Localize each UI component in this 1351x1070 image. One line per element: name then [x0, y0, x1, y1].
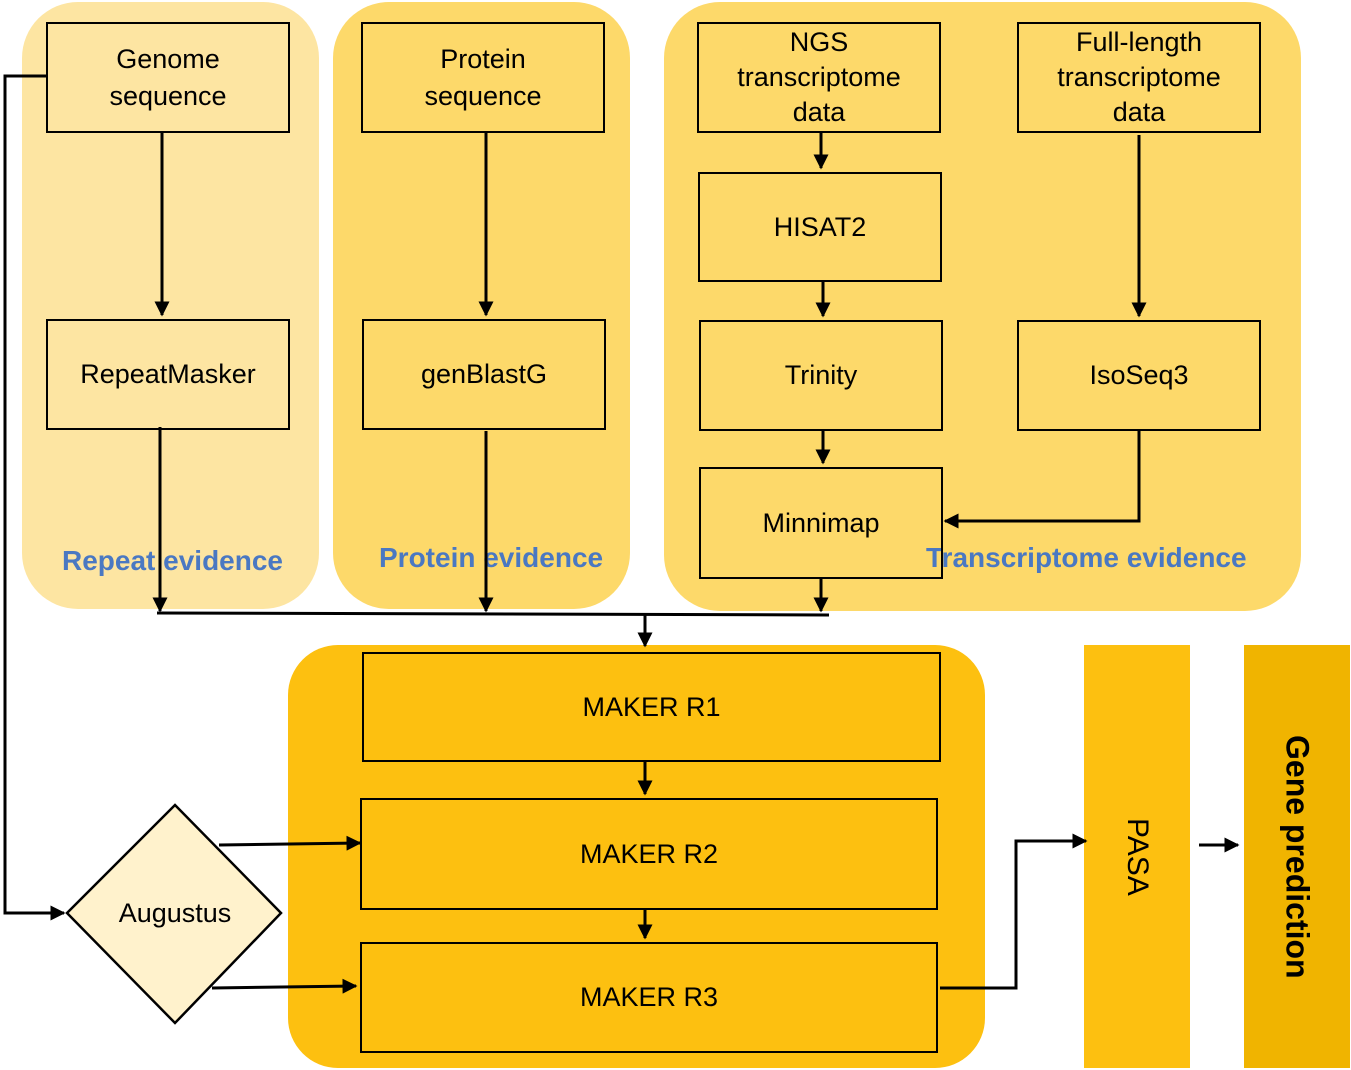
- genblastg-node: genBlastG: [362, 319, 606, 430]
- maker-r2-label: MAKER R2: [579, 838, 719, 869]
- isoseq3-node: IsoSeq3: [1017, 320, 1261, 431]
- full-length-transcriptome-node: Full-length transcriptome data: [1017, 22, 1261, 133]
- maker-r2-node: MAKER R2: [360, 798, 938, 910]
- arrow-isoseq3-to-minnimap: [943, 431, 1141, 529]
- transcriptome-evidence-panel: [664, 2, 1301, 611]
- protein-evidence-label: Protein evidence: [379, 542, 604, 573]
- ngs-line3: data: [792, 97, 846, 128]
- maker-panel: [288, 645, 985, 1068]
- pasa-bar: PASA: [1084, 645, 1190, 1068]
- repeatmasker-label: RepeatMasker: [80, 359, 256, 390]
- arrow-augustus-to-r3: [211, 978, 358, 994]
- gene-prediction-bar: Gene prediction: [1244, 645, 1350, 1068]
- augustus-label: Augustus: [118, 897, 232, 928]
- trinity-label: Trinity: [784, 360, 858, 391]
- evidence-bus-line: [156, 611, 830, 617]
- minnimap-label: Minnimap: [762, 507, 880, 538]
- arrow-genome-to-augustus: [3, 74, 66, 921]
- arrow-r3-to-pasa: [940, 833, 1088, 990]
- augustus-diamond: [65, 803, 283, 1025]
- repeatmasker-node: RepeatMasker: [46, 319, 290, 430]
- protein-line2: sequence: [424, 80, 542, 111]
- trinity-node: Trinity: [699, 320, 943, 431]
- isoseq3-label: IsoSeq3: [1089, 360, 1189, 391]
- repeat-evidence-panel: [22, 2, 319, 609]
- pasa-label: PASA: [1121, 817, 1154, 896]
- genblastg-label: genBlastG: [420, 359, 548, 390]
- maker-r3-label: MAKER R3: [579, 982, 719, 1013]
- hisat2-node: HISAT2: [698, 172, 942, 282]
- arrow-augustus-to-r2: [218, 835, 362, 851]
- ngs-transcriptome-node: NGS transcriptome data: [697, 22, 941, 133]
- augustus-node: Augustus: [95, 893, 255, 933]
- full-length-line3: data: [1112, 97, 1166, 128]
- full-length-line2: transcriptome: [1057, 61, 1221, 92]
- minnimap-node: Minnimap: [699, 467, 943, 579]
- repeat-evidence-label: Repeat evidence: [62, 545, 283, 576]
- protein-line1: Protein: [440, 44, 526, 75]
- hisat2-label: HISAT2: [773, 211, 867, 242]
- genome-line2: sequence: [109, 80, 227, 111]
- maker-r3-node: MAKER R3: [360, 942, 938, 1053]
- gene-prediction-label: Gene prediction: [1279, 734, 1316, 979]
- genome-line1: Genome: [116, 44, 220, 75]
- full-length-line1: Full-length: [1075, 26, 1203, 57]
- protein-sequence-node: Protein sequence: [361, 22, 605, 133]
- maker-r1-label: MAKER R1: [582, 691, 721, 722]
- transcriptome-evidence-label: Transcriptome evidence: [926, 542, 1247, 573]
- ngs-line1: NGS: [789, 26, 849, 57]
- genome-sequence-node: Genome sequence: [46, 22, 290, 133]
- maker-r1-node: MAKER R1: [362, 652, 941, 762]
- ngs-line2: transcriptome: [737, 61, 901, 92]
